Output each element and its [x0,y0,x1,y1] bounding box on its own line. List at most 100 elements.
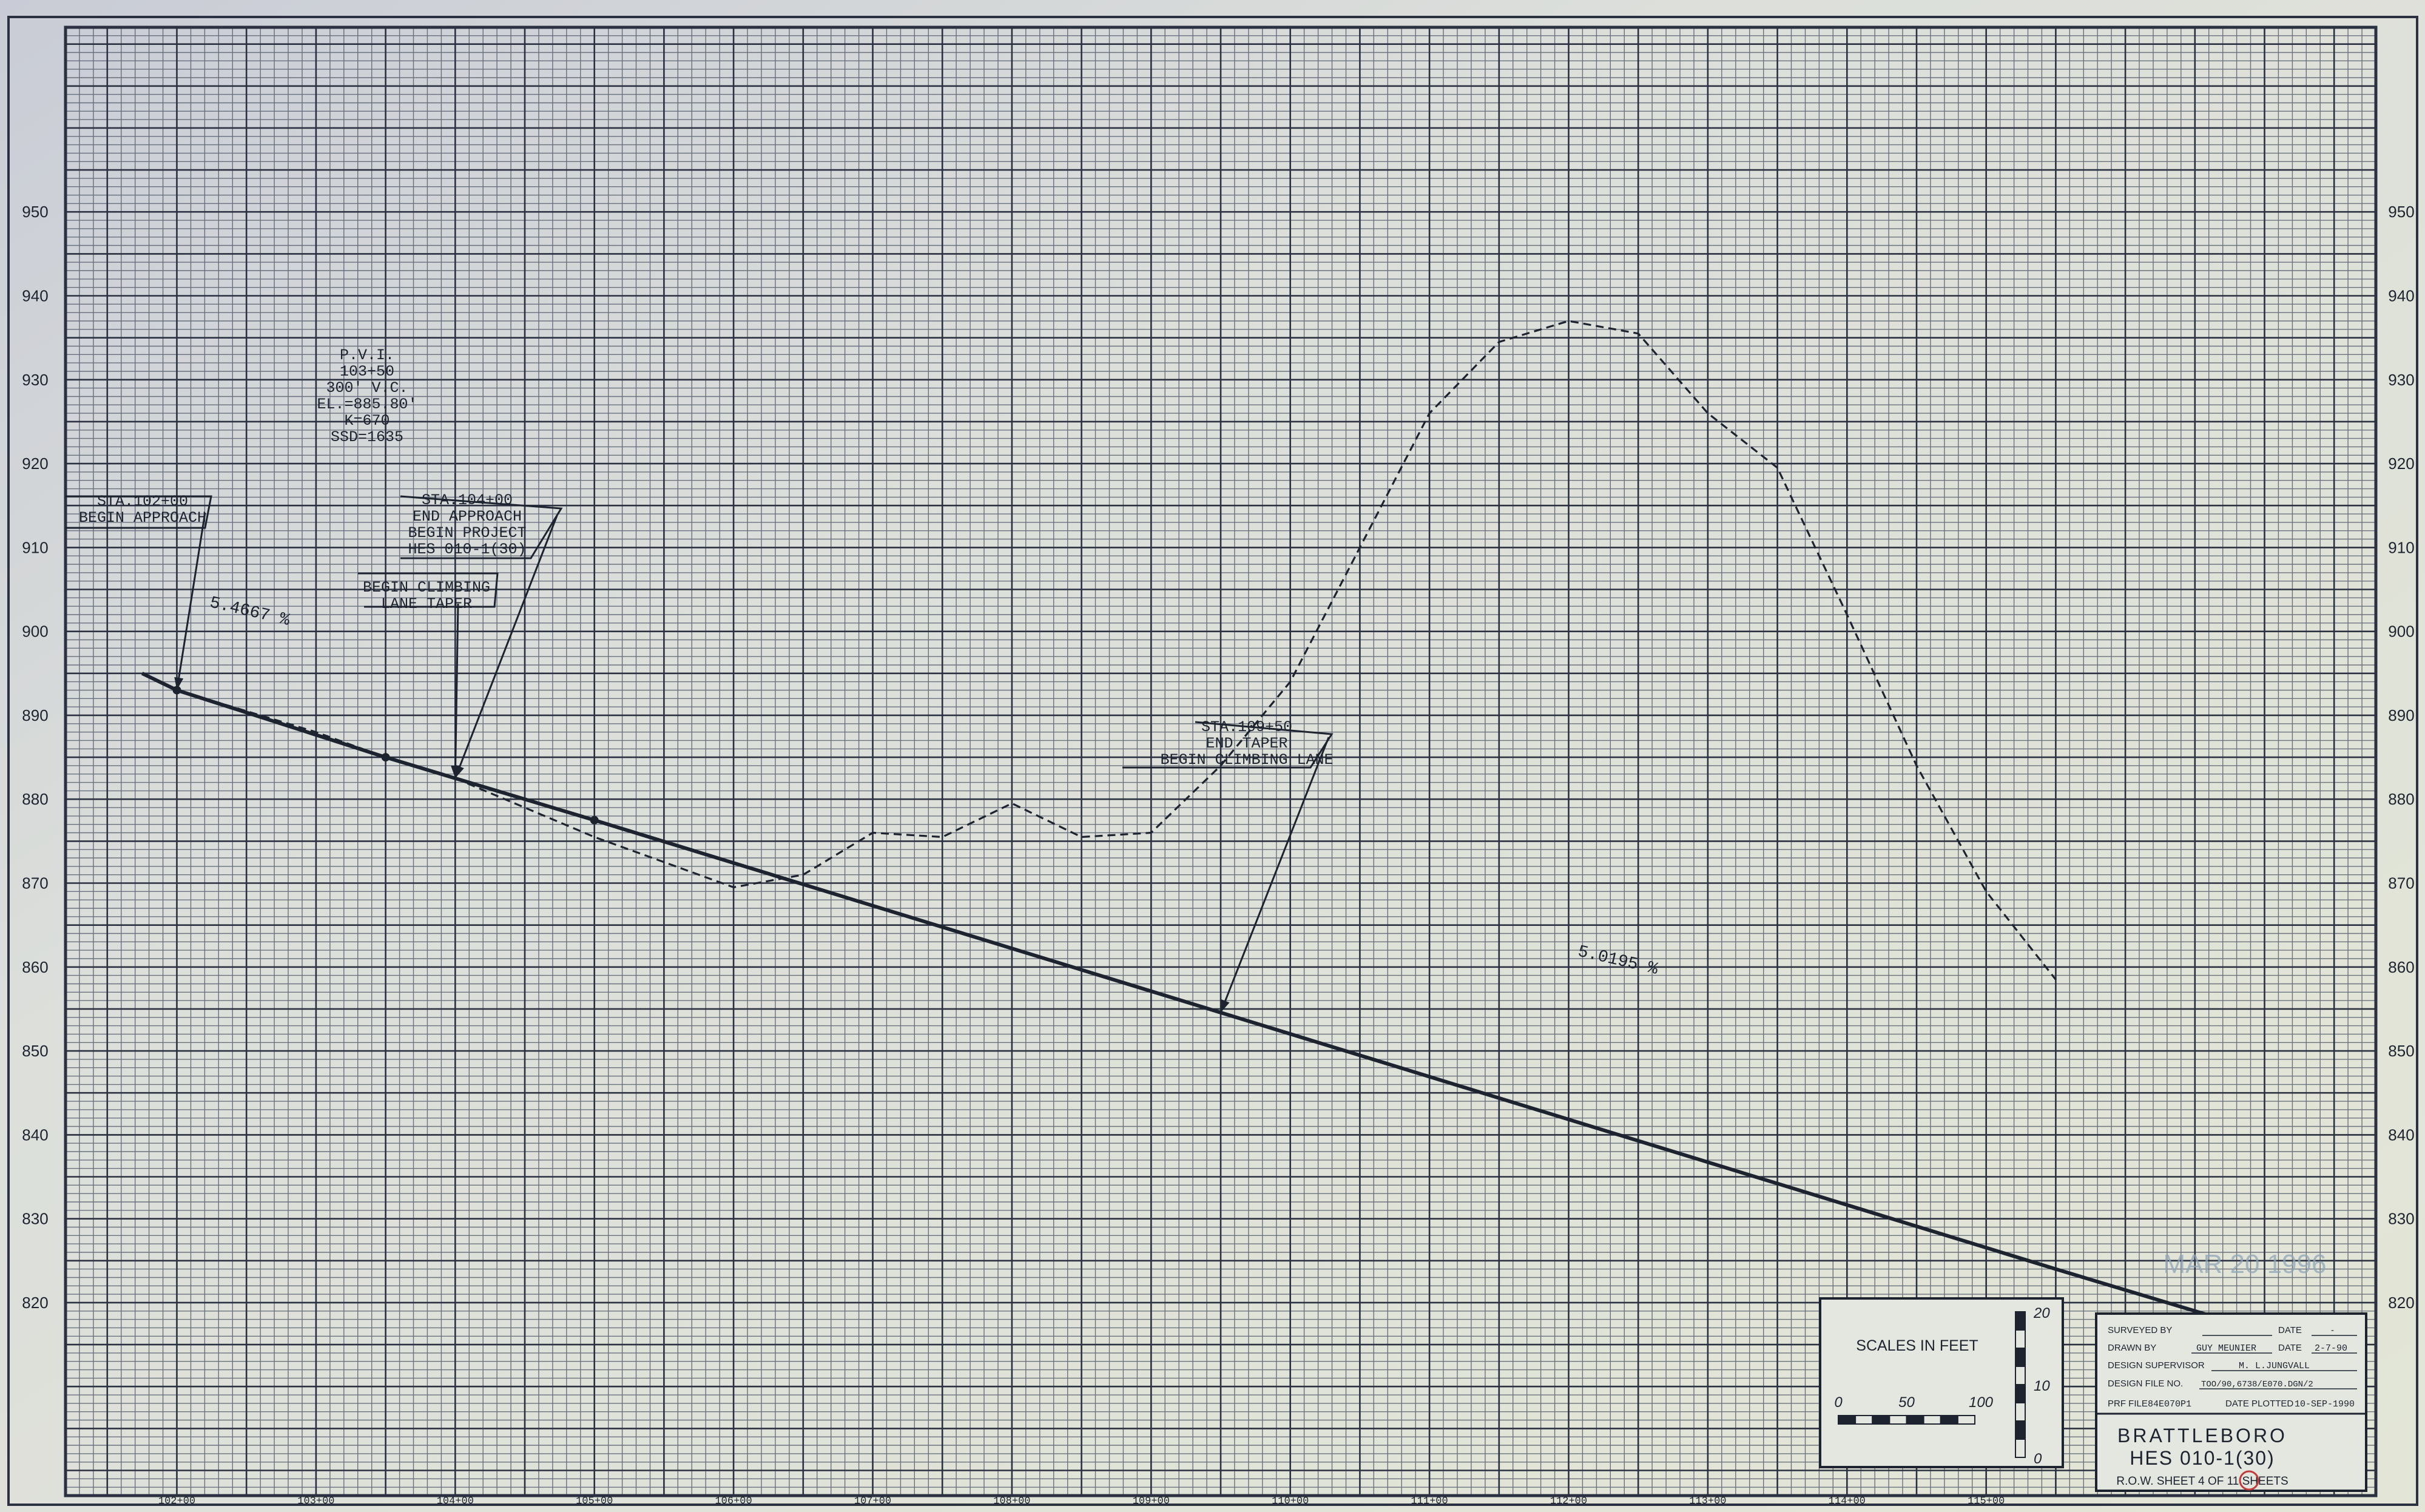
grid-major-lines [66,27,2376,1496]
date-label-1: DATE [2278,1325,2302,1335]
y-tick-label-left: 890 [22,706,48,724]
y-tick-label-right: 930 [2388,371,2414,389]
annotation-line: BEGIN PROJECT [408,524,526,542]
x-tick-label: 106+00 [715,1496,752,1507]
scale-bar-horizontal: 0 50 100 [1834,1394,1994,1425]
title-block: SURVEYED BY DATE - DRAWN BY GUY MEUNIER … [2095,1312,2367,1492]
y-tick-label-left: 910 [22,538,48,556]
scale-segment [1906,1415,1924,1425]
station-marker [590,815,599,825]
scale-segment-v [2015,1366,2026,1385]
y-tick-label-right: 940 [2388,287,2414,305]
x-tick-label: 114+00 [1829,1496,1866,1507]
town-name: BRATTLEBORO [2117,1425,2287,1446]
y-tick-label-right: 830 [2388,1210,2414,1228]
series-existing-ground [141,320,2057,980]
y-axis-right: 8208308408508608708808909009109209309409… [2388,203,2414,1312]
x-axis: 102+00 103+00 104+00 105+00 106+00 107+00 108+… [158,1496,2005,1507]
scale-label-v: 20 [2033,1305,2050,1321]
x-tick-label: 109+00 [1133,1496,1170,1507]
y-tick-label-left: 900 [22,623,48,641]
plotted-label: DATE PLOTTED [2225,1399,2293,1409]
scale-label-h: 0 [1834,1394,1843,1411]
annotation-line: SSD=1635 [331,428,403,446]
y-tick-label-right: 850 [2388,1042,2414,1060]
x-tick-label: 105+00 [576,1496,613,1507]
x-tick-label: 102+00 [158,1496,195,1507]
leader-line [454,603,459,778]
annotation-line: LANE TAPER [381,595,472,613]
design-file-value: TOO/90,6738/E070.DGN/2 [2201,1380,2313,1389]
scale-segment [1872,1415,1890,1425]
date-value-1: - [2331,1325,2334,1335]
y-tick-label-right: 840 [2388,1126,2414,1144]
y-axis-left: 8208308408508608708808909009109209309409… [22,203,48,1312]
scale-segment-v [2015,1420,2026,1440]
x-tick-label: 103+00 [297,1496,334,1507]
leader-arrow [1221,999,1230,1013]
annotation-line: P.V.I. [340,346,394,364]
y-tick-label-left: 870 [22,874,48,893]
y-tick-label-left: 920 [22,454,48,473]
x-tick-label: 115+00 [1968,1496,2005,1507]
scale-segment-v [2015,1402,2026,1422]
y-tick-label-right: 890 [2388,706,2414,724]
annotation-line: STA.109+50 [1201,718,1292,736]
scale-label-v: 0 [2034,1451,2042,1467]
leader-line [176,512,206,690]
plotted-value: 10-SEP-1990 [2295,1399,2355,1409]
leader-arrow [174,677,184,690]
scale-segment [1838,1415,1857,1425]
scale-segment [1889,1415,1907,1425]
y-tick-label-left: 950 [22,203,48,221]
y-tick-label-left: 940 [22,287,48,305]
drawn-by-label: DRAWN BY [2108,1343,2156,1353]
annotation-line: K=670 [344,412,390,430]
scale-label-h: 100 [1969,1394,1994,1411]
y-tick-label-left: 840 [22,1126,48,1144]
design-file-label: DESIGN FILE NO. [2108,1379,2183,1389]
y-tick-label-right: 910 [2388,538,2414,556]
annotation-line: STA.102+00 [97,493,188,510]
leader-line [454,515,558,779]
y-tick-label-left: 820 [22,1294,48,1312]
y-tick-label-right: 860 [2388,958,2414,976]
date-stamp: MAR 20 1996 [2163,1249,2326,1279]
annotation-line: BEGIN CLIMBING [363,579,490,596]
y-tick-label-left: 860 [22,958,48,976]
y-tick-label-right: 820 [2388,1294,2414,1312]
annotation-line: END APPROACH [413,508,522,525]
x-tick-label: 104+00 [437,1496,474,1507]
scale-segment-v [2015,1311,2026,1331]
leader-line [1219,737,1330,1013]
annotation-line: END TAPER [1206,735,1287,752]
x-tick-label: 108+00 [993,1496,1030,1507]
x-tick-label: 113+00 [1689,1496,1726,1507]
scale-segment [1855,1415,1874,1425]
annotation-leaders [172,512,1330,1013]
scale-segment-v [2015,1329,2026,1349]
annotation-line: 300' V.C. [326,379,408,397]
y-tick-label-right: 920 [2388,454,2414,473]
y-tick-label-left: 850 [22,1042,48,1060]
scale-segment-v [2015,1384,2026,1403]
scale-label-h: 50 [1898,1394,1915,1411]
y-tick-label-right: 880 [2388,790,2414,808]
plot-frame [64,25,2378,1497]
project-number: HES 010-1(30) [2130,1447,2275,1469]
y-tick-label-right: 870 [2388,874,2414,893]
x-tick-label: 107+00 [854,1496,891,1507]
y-tick-label-right: 900 [2388,623,2414,641]
y-tick-label-left: 930 [22,371,48,389]
x-tick-label: 112+00 [1550,1496,1587,1507]
sheet-number-circle [2239,1470,2259,1491]
annotation-line: STA.104+00 [422,491,513,509]
